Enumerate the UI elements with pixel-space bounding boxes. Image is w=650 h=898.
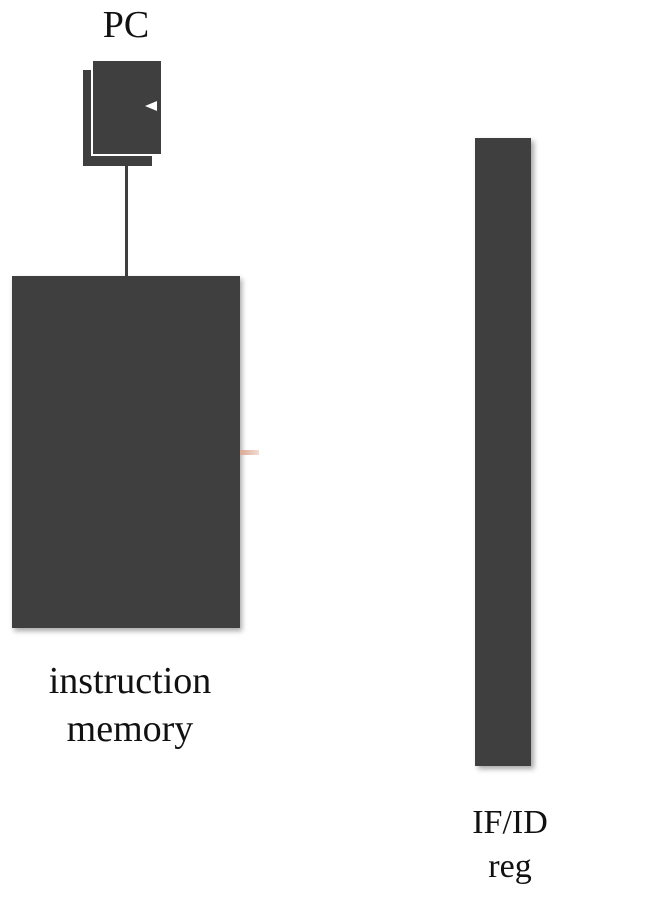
pc-to-memory-wire (125, 166, 128, 276)
if-id-register-label-line1: IF/ID (472, 804, 548, 841)
instruction-memory-label-line1: instruction (48, 660, 212, 702)
pc-register (91, 61, 161, 156)
if-id-register-block (475, 138, 531, 766)
if-id-register-label-line2: reg (488, 848, 532, 885)
instruction-memory-label: instruction memory (10, 657, 250, 753)
instruction-memory-output-stub (240, 450, 259, 455)
clock-triangle-icon (145, 101, 157, 111)
instruction-memory-block (12, 276, 240, 628)
pc-label: PC (102, 4, 150, 46)
if-id-register-label: IF/ID reg (440, 801, 580, 889)
instruction-memory-label-line2: memory (66, 708, 194, 750)
